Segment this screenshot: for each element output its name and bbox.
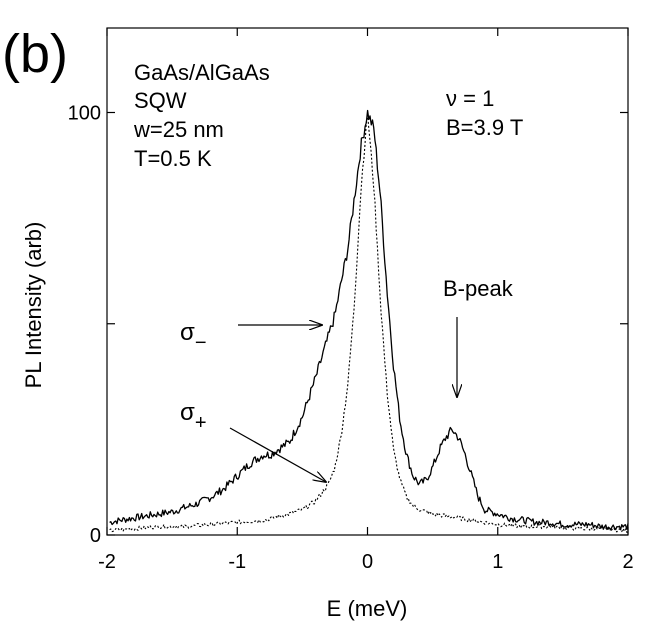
- x-tick-label: 0: [362, 551, 373, 573]
- y-tick-label: 100: [68, 103, 101, 125]
- x-tick-label: 2: [622, 551, 633, 573]
- info-filling-factor: ν = 1: [446, 86, 494, 111]
- series-sigma-minus-line: [109, 109, 629, 531]
- panel-label: (b): [2, 24, 68, 84]
- y-axis-label: PL Intensity (arb): [21, 222, 46, 389]
- series-sigma-plus-line: [109, 113, 629, 533]
- sigma-minus-symbol: σ: [180, 319, 195, 346]
- b-peak-annotation: B-peak: [443, 276, 514, 397]
- info-structure: SQW: [134, 88, 187, 113]
- x-tick-label: -1: [228, 551, 246, 573]
- x-tick-label: -2: [98, 551, 116, 573]
- info-material: GaAs/AlGaAs: [134, 60, 270, 85]
- x-axis: -2 -1 0 1 2: [98, 28, 634, 573]
- sigma-minus-subscript: −: [195, 332, 207, 354]
- sigma-minus-annotation: σ−: [180, 319, 322, 354]
- sigma-plus-subscript: +: [195, 412, 207, 434]
- svg-text:σ−: σ−: [180, 319, 207, 354]
- svg-text:σ+: σ+: [180, 399, 207, 434]
- x-axis-label: E (meV): [327, 596, 408, 621]
- b-peak-label: B-peak: [443, 276, 514, 301]
- x-tick-label: 1: [492, 551, 503, 573]
- info-field: B=3.9 T: [446, 115, 523, 140]
- y-tick-label: 0: [90, 525, 101, 547]
- sigma-plus-annotation: σ+: [180, 399, 326, 482]
- sigma-plus-symbol: σ: [180, 399, 195, 426]
- series-layer: [109, 109, 629, 533]
- info-width: w=25 nm: [133, 117, 224, 142]
- info-temperature: T=0.5 K: [134, 146, 212, 171]
- sigma-plus-arrow: [229, 427, 326, 482]
- y-axis: 0 100: [68, 103, 628, 547]
